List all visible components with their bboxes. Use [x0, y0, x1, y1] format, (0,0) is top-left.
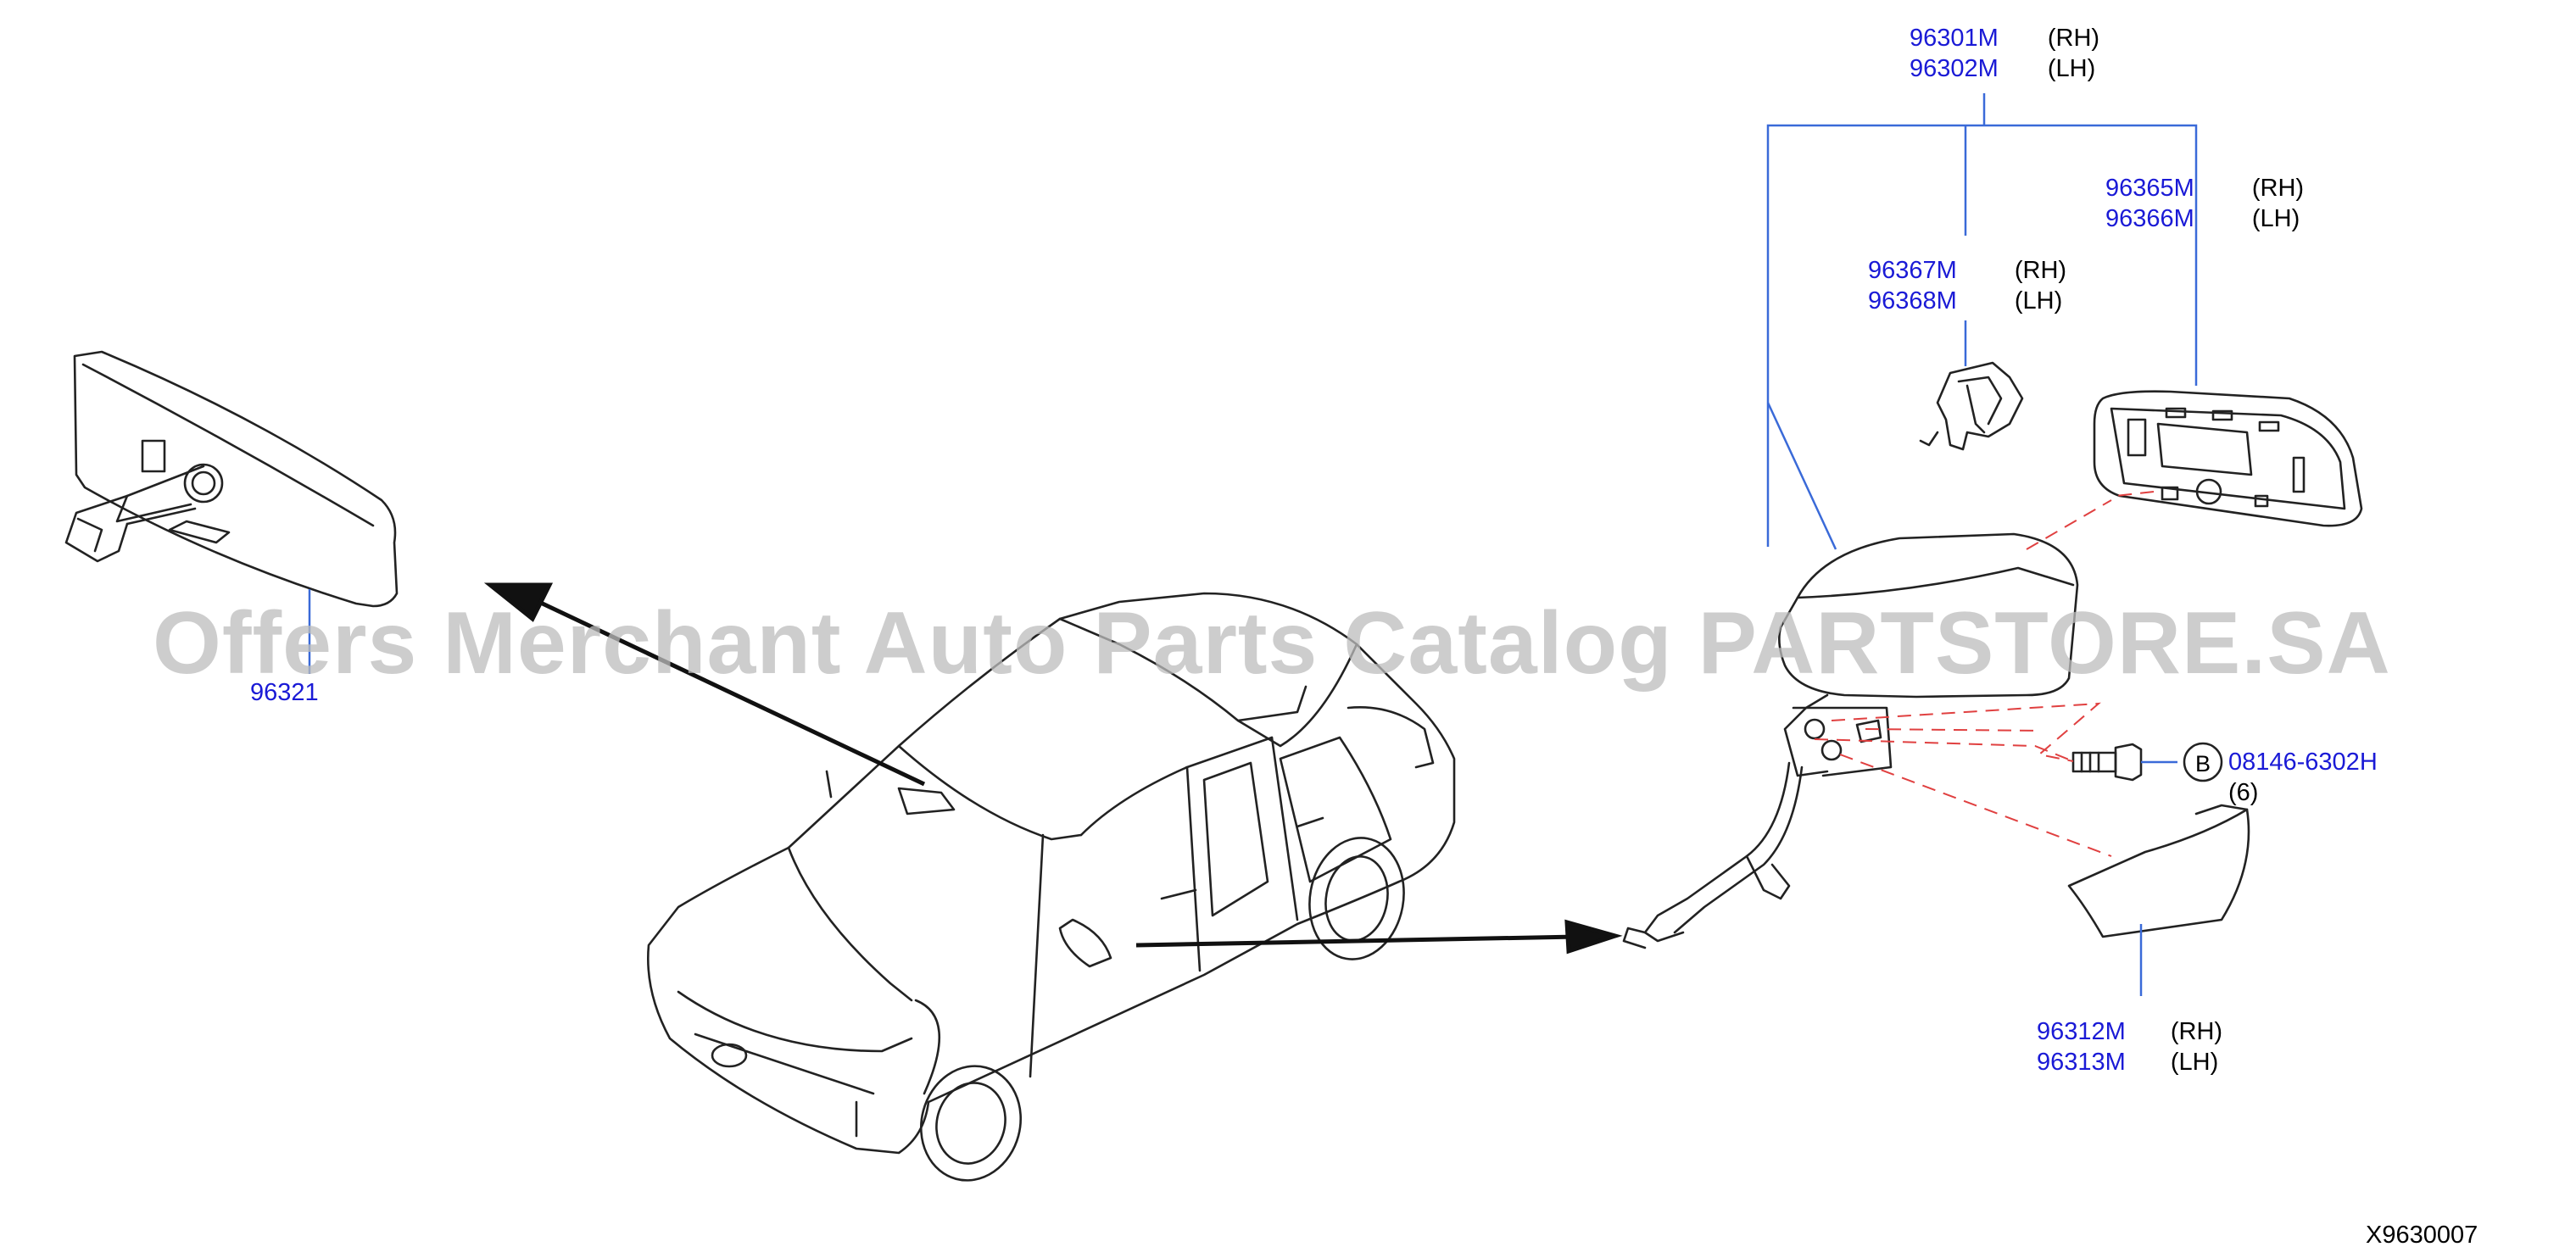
side: (RH) [2047, 25, 2100, 52]
label-mirror-assy-rh[interactable]: 96301M (RH) [1910, 24, 2099, 53]
side: (LH) [2251, 205, 2300, 232]
part-number[interactable]: 96365M [2105, 175, 2194, 202]
side: (LH) [2047, 55, 2096, 82]
label-screw[interactable]: 08146-6302H [2228, 748, 2378, 777]
location-arrows [483, 582, 1623, 955]
label-glass-lh[interactable]: 96366M (LH) [2105, 204, 2300, 233]
mirror-glass-drawing [2093, 390, 2363, 527]
side: (RH) [2014, 257, 2067, 284]
label-inner-mirror[interactable]: 96321 [250, 678, 319, 707]
label-motor-rh[interactable]: 96367M (RH) [1868, 256, 2066, 285]
label-cover-lh[interactable]: 96313M (LH) [2037, 1048, 2218, 1077]
side: (RH) [2170, 1018, 2223, 1045]
callout-b-letter: B [2195, 751, 2211, 777]
label-glass-rh[interactable]: 96365M (RH) [2105, 174, 2304, 203]
watermark: Offers Merchant Auto Parts Catalog PARTS… [153, 594, 2391, 693]
side: (LH) [2014, 287, 2063, 314]
car-drawing [647, 592, 1456, 1182]
part-number[interactable]: 96313M [2037, 1049, 2126, 1076]
part-number[interactable]: 96368M [1868, 287, 1957, 314]
inner-mirror-drawing [64, 350, 399, 608]
part-number[interactable]: 08146-6302H [2228, 749, 2378, 776]
side: (LH) [2170, 1049, 2219, 1076]
label-motor-lh[interactable]: 96368M (LH) [1868, 287, 2062, 315]
label-cover-rh[interactable]: 96312M (RH) [2037, 1017, 2222, 1046]
part-number[interactable]: 96302M [1910, 55, 1999, 82]
side: (RH) [2251, 175, 2305, 202]
part-number[interactable]: 96321 [250, 679, 319, 706]
screw-drawing [2071, 743, 2143, 782]
part-number[interactable]: 96366M [2105, 205, 2194, 232]
mirror-motor-drawing [1919, 361, 2024, 451]
door-mirror-drawing [1622, 532, 2250, 949]
leader-lines [308, 93, 2198, 996]
part-number[interactable]: 96367M [1868, 257, 1957, 284]
diagram-code: X9630007 [2366, 1222, 2478, 1249]
part-number[interactable]: 96301M [1910, 25, 1999, 52]
label-mirror-assy-lh[interactable]: 96302M (LH) [1910, 54, 2095, 83]
assembly-lines [1814, 491, 2155, 857]
label-screw-qty: (6) [2228, 778, 2258, 807]
quantity: (6) [2228, 779, 2259, 806]
callout-b: B [2183, 742, 2223, 782]
part-number[interactable]: 96312M [2037, 1018, 2126, 1045]
